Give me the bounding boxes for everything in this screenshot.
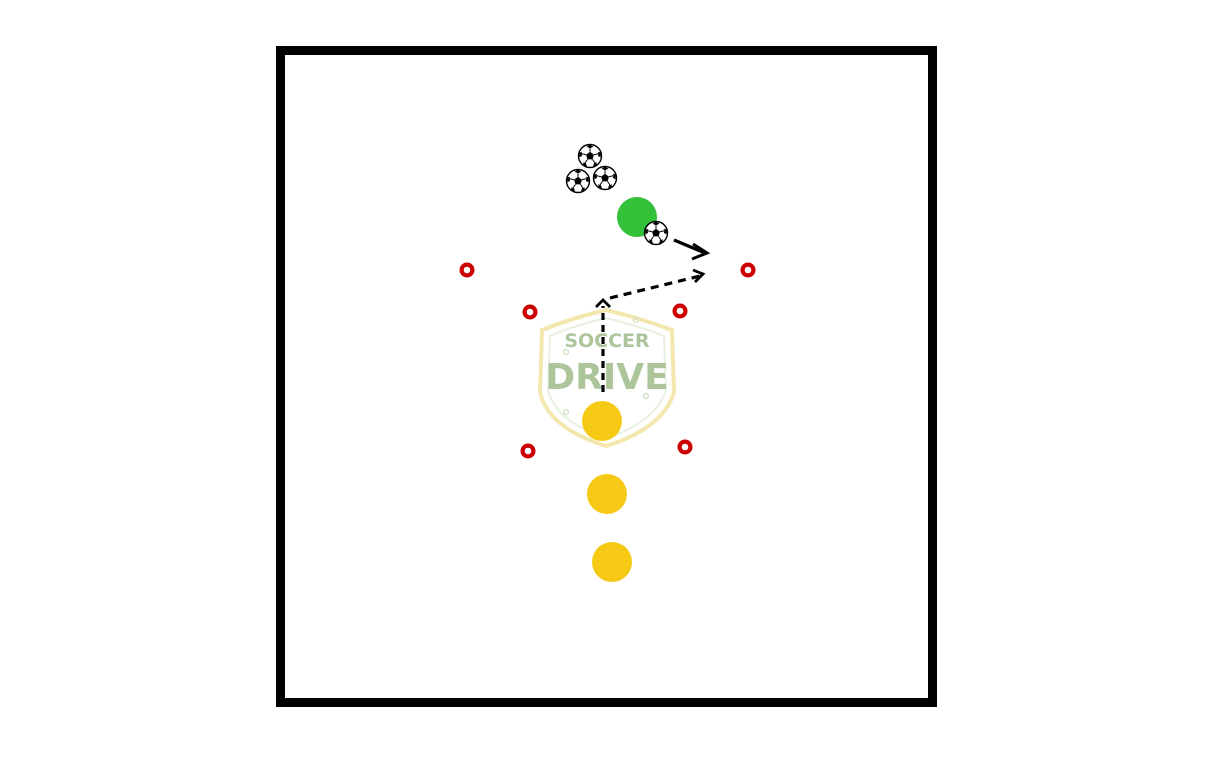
pass-arrow (673, 238, 711, 261)
soccer-drive-logo: SOCCER DRIVE (537, 307, 677, 449)
soccer-ball-icon (592, 165, 618, 191)
yellow-player (592, 542, 632, 582)
dribble-path-arrow (595, 268, 706, 392)
soccer-ball-icon (565, 168, 591, 194)
yellow-player (582, 401, 622, 441)
logo-line2: DRIVE (545, 357, 668, 398)
cone-icon (740, 262, 756, 278)
cone-icon (672, 303, 688, 319)
soccer-ball-icon (643, 220, 669, 246)
cone-icon (459, 262, 475, 278)
cone-icon (677, 439, 693, 455)
cone-icon (520, 443, 536, 459)
cone-icon (522, 304, 538, 320)
logo-line1: SOCCER (564, 330, 650, 352)
soccer-ball-icon (577, 143, 603, 169)
yellow-player (587, 474, 627, 514)
